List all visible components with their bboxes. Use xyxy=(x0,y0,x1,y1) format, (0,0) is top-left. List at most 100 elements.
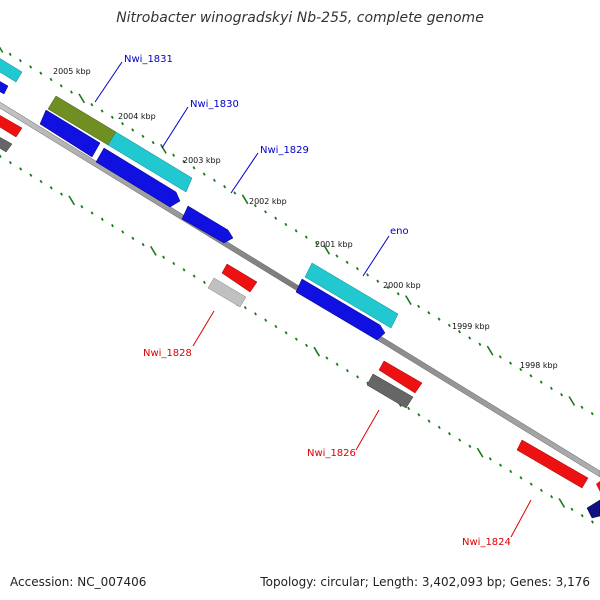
gene-label-nwi-1826[interactable]: Nwi_1826 xyxy=(307,448,356,459)
minor-tick xyxy=(264,210,267,214)
minor-tick xyxy=(509,469,513,474)
minor-tick xyxy=(274,324,278,329)
cds-nwi-1829[interactable] xyxy=(181,205,234,244)
major-tick xyxy=(486,345,494,356)
minor-tick xyxy=(458,330,461,334)
kbp-label: 2000 kbp xyxy=(383,281,421,290)
minor-tick xyxy=(529,482,533,486)
minor-tick xyxy=(192,166,196,170)
minor-tick xyxy=(29,65,33,69)
major-tick xyxy=(313,346,321,357)
minor-tick xyxy=(172,261,176,266)
kbp-label: 2001 kbp xyxy=(315,240,353,249)
minor-tick xyxy=(499,463,503,467)
minor-tick xyxy=(29,173,33,177)
minor-tick xyxy=(437,425,441,430)
minor-tick xyxy=(39,179,43,184)
minor-tick xyxy=(570,507,574,511)
minor-tick xyxy=(458,438,462,442)
minor-tick xyxy=(121,121,124,126)
cds-eno[interactable] xyxy=(304,262,399,329)
minor-tick xyxy=(121,230,125,234)
cds-arrow-red[interactable] xyxy=(0,112,23,138)
minor-tick xyxy=(366,273,370,277)
minor-tick xyxy=(590,411,594,416)
minor-tick xyxy=(315,241,319,246)
minor-tick xyxy=(151,140,155,145)
cds-arrow-blue[interactable] xyxy=(0,78,9,95)
minor-tick xyxy=(8,52,12,56)
cds-blue-eno[interactable] xyxy=(295,278,386,341)
minor-tick xyxy=(448,432,451,436)
minor-tick xyxy=(202,280,206,285)
minor-tick xyxy=(243,305,247,310)
scale-labels: 2005 kbp 2004 kbp 2003 kbp 2002 kbp 2001… xyxy=(53,67,558,370)
minor-tick xyxy=(509,361,513,365)
major-tick xyxy=(78,93,86,104)
kbp-label: 2005 kbp xyxy=(53,67,91,76)
major-tick xyxy=(150,245,157,256)
gene-features xyxy=(0,56,600,519)
cds-nwi-1826-gray[interactable] xyxy=(366,373,414,409)
gene-label-nwi-1824[interactable]: Nwi_1824 xyxy=(462,537,511,548)
minor-tick xyxy=(376,279,380,283)
minor-tick xyxy=(549,386,553,391)
minor-tick xyxy=(284,222,288,227)
minor-tick xyxy=(539,488,543,493)
minor-tick xyxy=(396,292,400,296)
gene-label-eno[interactable]: eno xyxy=(390,226,409,237)
minor-tick xyxy=(355,266,359,271)
cds-navy[interactable] xyxy=(586,499,600,519)
minor-tick xyxy=(192,274,196,278)
cds-red-edge[interactable] xyxy=(596,481,600,492)
accession-text: Accession: NC_007406 xyxy=(10,575,146,589)
minor-tick xyxy=(580,405,584,409)
minor-tick xyxy=(39,71,43,75)
cds-nwi-1828-gray[interactable] xyxy=(207,277,247,308)
kbp-label: 2003 kbp xyxy=(183,156,221,165)
minor-tick xyxy=(131,128,135,132)
minor-tick xyxy=(550,495,554,499)
cds-nwi-1826-red[interactable] xyxy=(378,360,423,394)
minor-tick xyxy=(49,77,53,82)
minor-tick xyxy=(590,520,594,524)
minor-tick xyxy=(427,311,431,315)
major-tick xyxy=(323,244,331,255)
minor-tick xyxy=(539,380,543,384)
minor-tick xyxy=(335,362,339,366)
minor-tick xyxy=(59,84,63,88)
minor-tick xyxy=(305,343,309,348)
kbp-label: 2004 kbp xyxy=(118,112,156,121)
minor-tick xyxy=(519,367,523,372)
map-title: Nitrobacter winogradskyi Nb-255, complet… xyxy=(116,10,484,26)
cds-arrow-cyan[interactable] xyxy=(0,56,23,83)
minor-tick xyxy=(202,172,206,176)
cds-blue-1[interactable] xyxy=(39,109,101,158)
major-tick xyxy=(476,447,484,458)
major-tick xyxy=(160,143,167,154)
minor-tick xyxy=(519,476,523,480)
cds-nwi-1830[interactable] xyxy=(107,131,193,193)
cds-arrow-gray[interactable] xyxy=(0,134,13,153)
minor-tick xyxy=(529,374,533,378)
minor-tick xyxy=(131,236,135,240)
cds-blue-2[interactable] xyxy=(95,147,181,208)
cds-nwi-1828-red[interactable] xyxy=(221,263,258,293)
major-tick xyxy=(241,194,249,205)
gene-label-nwi-1831[interactable]: Nwi_1831 xyxy=(124,54,173,65)
minor-tick xyxy=(100,217,104,221)
scale-ticks xyxy=(0,46,594,524)
minor-tick xyxy=(100,109,104,113)
minor-tick xyxy=(427,419,431,423)
gene-label-nwi-1828[interactable]: Nwi_1828 xyxy=(143,348,192,359)
minor-tick xyxy=(335,254,339,258)
minor-tick xyxy=(417,413,421,417)
gene-label-nwi-1829[interactable]: Nwi_1829 xyxy=(260,145,309,156)
cds-nwi-1824[interactable] xyxy=(516,439,589,489)
gene-label-nwi-1830[interactable]: Nwi_1830 xyxy=(190,99,239,110)
minor-tick xyxy=(468,336,472,340)
minor-tick xyxy=(8,160,12,165)
minor-tick xyxy=(345,260,349,264)
minor-tick xyxy=(284,331,288,335)
